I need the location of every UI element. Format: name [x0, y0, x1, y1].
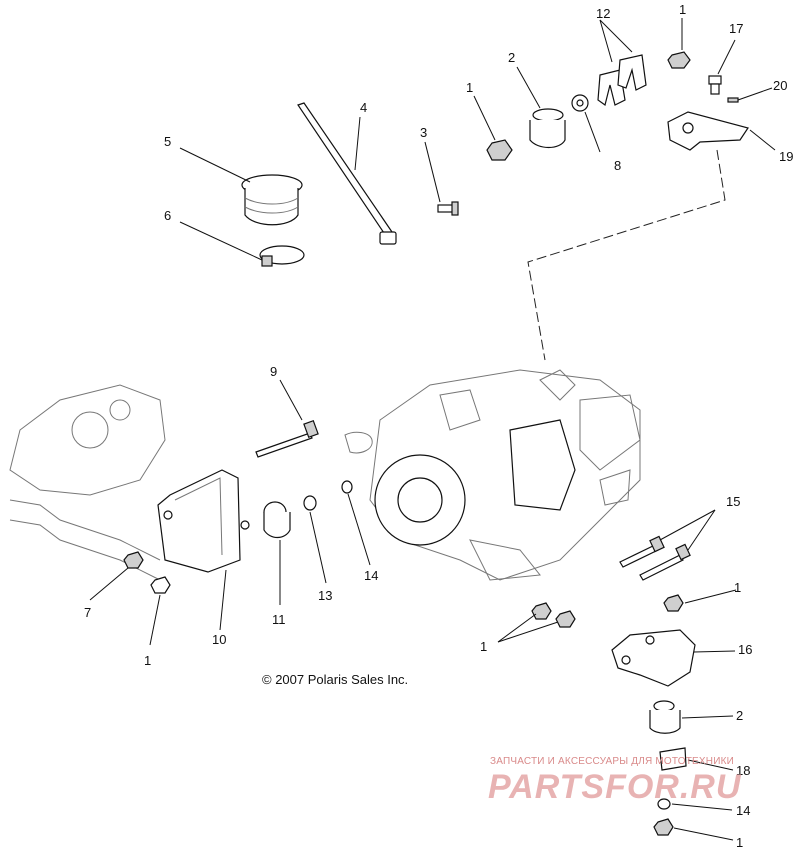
watermark-subtitle: ЗАПЧАСТИ И АКСЕССУАРЫ ДЛЯ МОТОТЕХНИКИ: [490, 756, 735, 767]
rubber-mount-bottom: [649, 700, 681, 734]
bracket-11: [157, 469, 250, 573]
callout-14-bottom: 14: [736, 803, 750, 818]
callout-2-top: 2: [508, 50, 515, 65]
callout-19: 19: [779, 149, 793, 164]
callout-1-left: 1: [144, 653, 151, 668]
shim-18: [659, 747, 687, 771]
washer-8: [571, 94, 589, 112]
breather-rod: [297, 102, 397, 245]
bolt-9: [255, 419, 319, 458]
callout-13: 13: [318, 588, 332, 603]
callout-11: 10: [212, 632, 226, 647]
washer-13: [303, 495, 317, 511]
nut-top-right: [667, 51, 691, 69]
assembly-line: [527, 149, 726, 361]
rubber-mount-12: [263, 501, 291, 539]
rubber-mount-top: [529, 108, 566, 149]
callout-1-right: 1: [734, 580, 741, 595]
bolts-16: [619, 535, 691, 581]
callout-5: 5: [164, 134, 171, 149]
hose-clamp: [259, 245, 305, 267]
nuts-center: [531, 602, 576, 628]
callout-labels: 12 1 17 20 19 2 1 8 4 3 5 6 9 7 1 10 11 …: [84, 2, 793, 850]
callout-14-left: 14: [364, 568, 378, 583]
engine-assembly: [344, 369, 641, 581]
shims: [597, 54, 647, 107]
washer-14-bottom: [657, 798, 671, 810]
callout-4: 4: [360, 100, 367, 115]
callout-10: 12: [596, 6, 610, 21]
callout-18: 18: [736, 763, 750, 778]
callout-3: 3: [420, 125, 427, 140]
nut-7: [123, 551, 144, 569]
callout-6: 6: [164, 208, 171, 223]
copyright-text: © 2007 Polaris Sales Inc.: [262, 672, 409, 687]
callout-17: 16: [738, 642, 752, 657]
nut-top-center: [486, 139, 513, 161]
callout-1-bottom: 1: [736, 835, 743, 850]
nut-bottom: [653, 818, 674, 836]
nut-right: [663, 594, 684, 612]
intake-boot: [241, 174, 303, 226]
pin-20: [727, 97, 739, 103]
leader-lines: [89, 18, 776, 841]
bracket-19: [667, 111, 749, 151]
callout-1-top: 1: [466, 80, 473, 95]
watermark-logo: PARTSFOR.RU: [488, 768, 742, 806]
callout-1-center: 1: [480, 639, 487, 654]
callout-2-bottom: 2: [736, 708, 743, 723]
bolt-3: [437, 201, 459, 216]
callout-12: 11: [272, 612, 286, 627]
callout-16: 15: [726, 494, 740, 509]
bolt-15: [708, 75, 722, 95]
bracket-17: [611, 629, 696, 687]
transmission-outline: [9, 384, 166, 581]
nut-bottom-left: [150, 576, 171, 594]
callout-20: 20: [773, 78, 787, 93]
washer-14-left: [341, 480, 353, 494]
callout-15: 17: [729, 21, 743, 36]
callout-8: 8: [614, 158, 621, 173]
callout-9: 9: [270, 364, 277, 379]
callout-1-top-right: 1: [679, 2, 686, 17]
callout-7: 7: [84, 605, 91, 620]
